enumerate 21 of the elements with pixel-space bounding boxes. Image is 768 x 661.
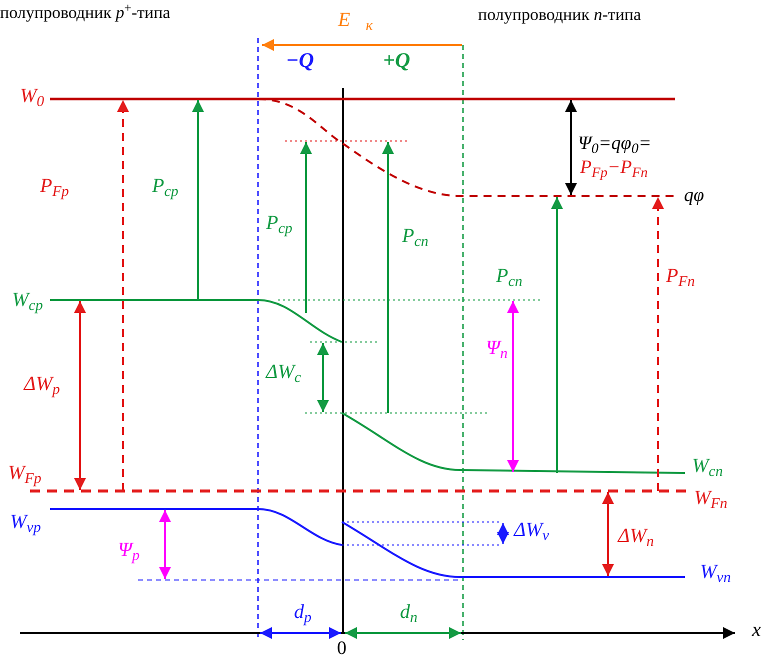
energy-label: P$_{Fn}$ bbox=[666, 266, 695, 286]
charge-label: −Q bbox=[286, 50, 314, 71]
axis-label: 0 bbox=[337, 639, 346, 658]
level-label: W$_{Fn}$ bbox=[694, 488, 728, 508]
field-label: E⃗$_{к}$ bbox=[338, 10, 373, 30]
potential-label: Ψ$_{n}$ bbox=[486, 338, 508, 358]
charge-label: +Q bbox=[383, 50, 410, 71]
level-label: W$_{vn}$ bbox=[700, 562, 731, 582]
level-label: qφ bbox=[684, 186, 704, 205]
region-label: полупроводник p$^{+}$-типа bbox=[0, 4, 170, 21]
energy-label: ΔW$_{v}$ bbox=[514, 520, 550, 540]
dimension-label: d$_{n}$ bbox=[400, 602, 418, 622]
energy-label: P$_{cn}$ bbox=[496, 266, 522, 286]
level-label: W$_{cn}$ bbox=[692, 456, 723, 476]
level-label: W$_{0}$ bbox=[20, 86, 44, 106]
potential-label: Ψ$_{0}$=qφ$_{0}$= bbox=[578, 134, 652, 153]
energy-label: ΔW$_{n}$ bbox=[618, 526, 654, 546]
axis-label: x bbox=[752, 620, 761, 640]
energy-label: ΔW$_{c}$ bbox=[266, 362, 302, 382]
energy-label: P$_{cn}$ bbox=[402, 226, 428, 246]
region-label: полупроводник n-типа bbox=[478, 6, 642, 23]
